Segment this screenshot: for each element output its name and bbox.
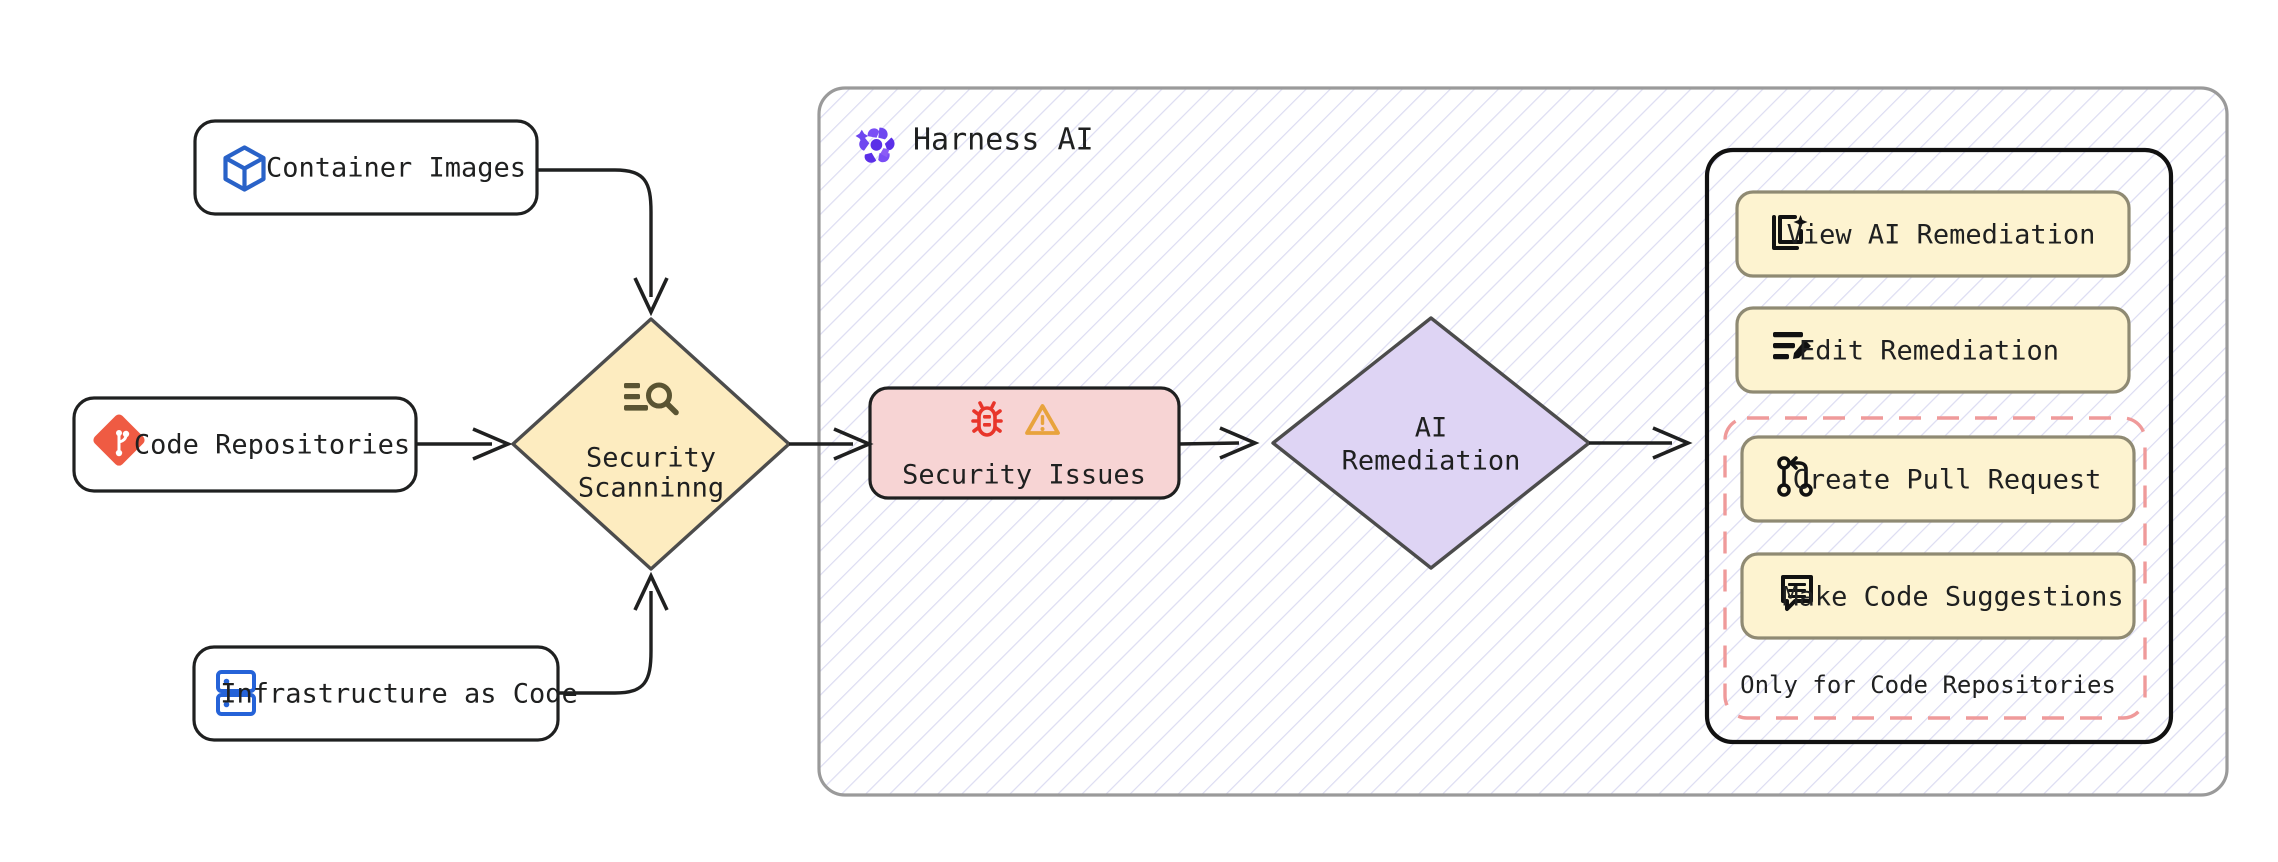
cube-icon xyxy=(223,145,266,192)
edge-infrastructure-to-scanning xyxy=(558,571,669,695)
view-ai-remediation-box[interactable] xyxy=(1735,190,2131,278)
edge-issues-to-remediation xyxy=(1178,426,1260,460)
action-make-code-suggestions[interactable]: Make Code Suggestions xyxy=(1740,552,2136,640)
node-security-scanning[interactable]: Security Scanninng xyxy=(511,317,791,571)
container-images-label: Container Images xyxy=(266,153,526,184)
create-pull-request-box[interactable] xyxy=(1740,435,2136,523)
security-scanning-label-line2: Scanninng xyxy=(578,473,724,504)
node-code-repositories[interactable]: Code Repositories xyxy=(72,396,418,493)
code-repositories-label: Code Repositories xyxy=(134,430,410,461)
view-ai-remediation-label: View AI Remediation xyxy=(1787,220,2096,251)
git-branch-icon xyxy=(93,414,145,466)
server-stack-icon xyxy=(216,670,256,716)
harness-ai-title: Harness AI xyxy=(913,123,1094,158)
container-images-box[interactable] xyxy=(193,119,539,216)
code-repo-only-group xyxy=(1723,416,2147,720)
node-infrastructure-as-code[interactable]: Infrastructure as Code xyxy=(192,645,578,742)
git-pull-request-icon xyxy=(1777,456,1813,497)
ai-remediation-label-line2: Remediation xyxy=(1342,446,1521,477)
security-scanning-diamond[interactable] xyxy=(511,317,791,571)
action-create-pull-request[interactable]: Create Pull Request xyxy=(1740,435,2136,523)
edge-remediation-to-actions xyxy=(1589,426,1693,460)
edge-code-repositories-to-scanning xyxy=(416,427,513,461)
edge-container-images-to-scanning xyxy=(537,168,669,317)
action-edit-remediation[interactable]: Edit Remediation xyxy=(1735,306,2131,394)
node-security-issues[interactable]: Security Issues xyxy=(868,386,1181,500)
bug-icon xyxy=(971,401,1003,437)
edge-scanning-to-issues xyxy=(789,427,874,461)
ai-remediation-diamond[interactable] xyxy=(1271,316,1591,570)
list-pencil-icon xyxy=(1773,332,1811,360)
actions-panel: View AI Remediation Edit Remediation xyxy=(1704,147,2174,745)
scan-search-icon xyxy=(624,382,679,416)
code-repo-only-note: Only for Code Repositories xyxy=(1740,671,2116,699)
warning-triangle-icon xyxy=(1025,404,1060,435)
action-view-ai-remediation[interactable]: View AI Remediation xyxy=(1735,190,2131,278)
book-sparkle-icon xyxy=(1772,215,1808,250)
make-code-suggestions-box[interactable] xyxy=(1740,552,2136,640)
infrastructure-as-code-label: Infrastructure as Code xyxy=(220,679,578,710)
message-lines-icon xyxy=(1781,575,1813,611)
ai-remediation-label-line1: AI xyxy=(1415,413,1448,444)
create-pull-request-label: Create Pull Request xyxy=(1793,465,2102,496)
actions-panel-box xyxy=(1704,147,2174,745)
security-scanning-label-line1: Security xyxy=(586,443,716,474)
edit-remediation-label: Edit Remediation xyxy=(1799,336,2059,367)
node-ai-remediation[interactable]: AI Remediation xyxy=(1271,316,1591,570)
node-container-images[interactable]: Container Images xyxy=(193,119,539,216)
edit-remediation-box[interactable] xyxy=(1735,306,2131,394)
harness-pinwheel-logo xyxy=(855,127,895,163)
security-issues-label: Security Issues xyxy=(902,460,1146,491)
make-code-suggestions-label: Make Code Suggestions xyxy=(1782,582,2123,613)
